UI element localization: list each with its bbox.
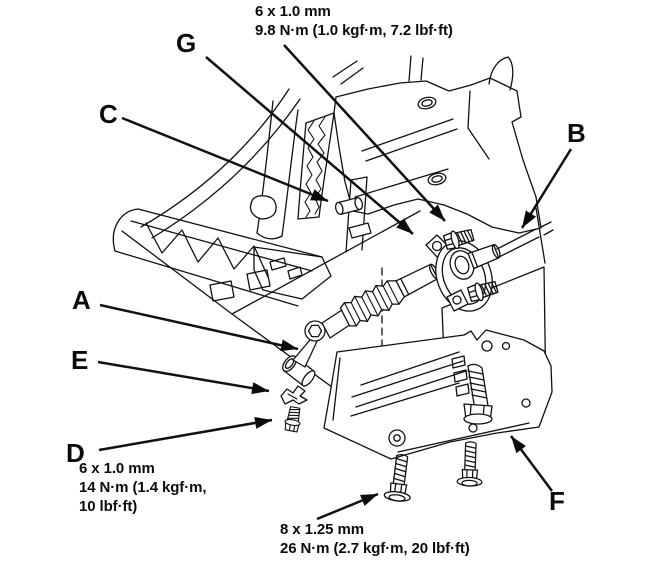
shift-rod-end	[282, 355, 316, 387]
leader-c	[121, 116, 329, 203]
shift-cable-bracket	[323, 329, 553, 504]
shift-rod-assembly	[282, 221, 554, 387]
bracket-bolt-right	[456, 440, 484, 488]
leader-f	[509, 435, 554, 492]
torque-spec-top-line1: 6 x 1.0 mm	[255, 3, 331, 20]
leader-bottom-torque	[316, 492, 379, 521]
leader-top-torque	[283, 44, 446, 222]
torque-spec-bottom-line2: 26 N·m (2.7 kgf·m, 20 lbf·ft)	[280, 540, 470, 557]
label-b: B	[567, 118, 586, 148]
label-f: F	[549, 486, 565, 516]
shift-cable	[467, 221, 554, 270]
leader-g	[205, 56, 414, 235]
torque-spec-bottom: 8 x 1.25 mm 26 N·m (2.7 kgf·m, 20 lbf·ft…	[280, 520, 470, 558]
torque-spec-d-line1: 6 x 1.0 mm	[79, 460, 155, 477]
bracket-bolt-left	[383, 452, 416, 504]
spring-clip-e	[280, 385, 308, 405]
bracket-stud-bolt	[463, 363, 493, 425]
leader-d	[98, 416, 273, 452]
label-g: G	[176, 28, 196, 58]
label-a: A	[72, 285, 91, 315]
torque-spec-bottom-line1: 8 x 1.25 mm	[280, 521, 364, 538]
bolt-d	[282, 405, 304, 433]
torque-spec-top-line2: 9.8 N·m (1.0 kgf·m, 7.2 lbf·ft)	[255, 22, 453, 39]
leader-b	[520, 148, 573, 229]
leader-a	[99, 303, 299, 352]
torque-spec-d: 6 x 1.0 mm 14 N·m (1.4 kgf·m, 10 lbf·ft)	[79, 459, 207, 516]
label-d: D	[66, 438, 85, 468]
torque-spec-top: 6 x 1.0 mm 9.8 N·m (1.0 kgf·m, 7.2 lbf·f…	[255, 2, 453, 40]
shift-cable-boot	[339, 263, 440, 327]
torque-spec-d-line2: 14 N·m (1.4 kgf·m,	[79, 479, 207, 496]
label-e: E	[71, 345, 88, 375]
leader-e	[97, 360, 270, 395]
cable-clip-c	[334, 197, 364, 215]
leader-lines	[97, 44, 573, 521]
label-c: C	[99, 99, 118, 129]
torque-spec-d-line3: 10 lbf·ft)	[79, 498, 138, 515]
